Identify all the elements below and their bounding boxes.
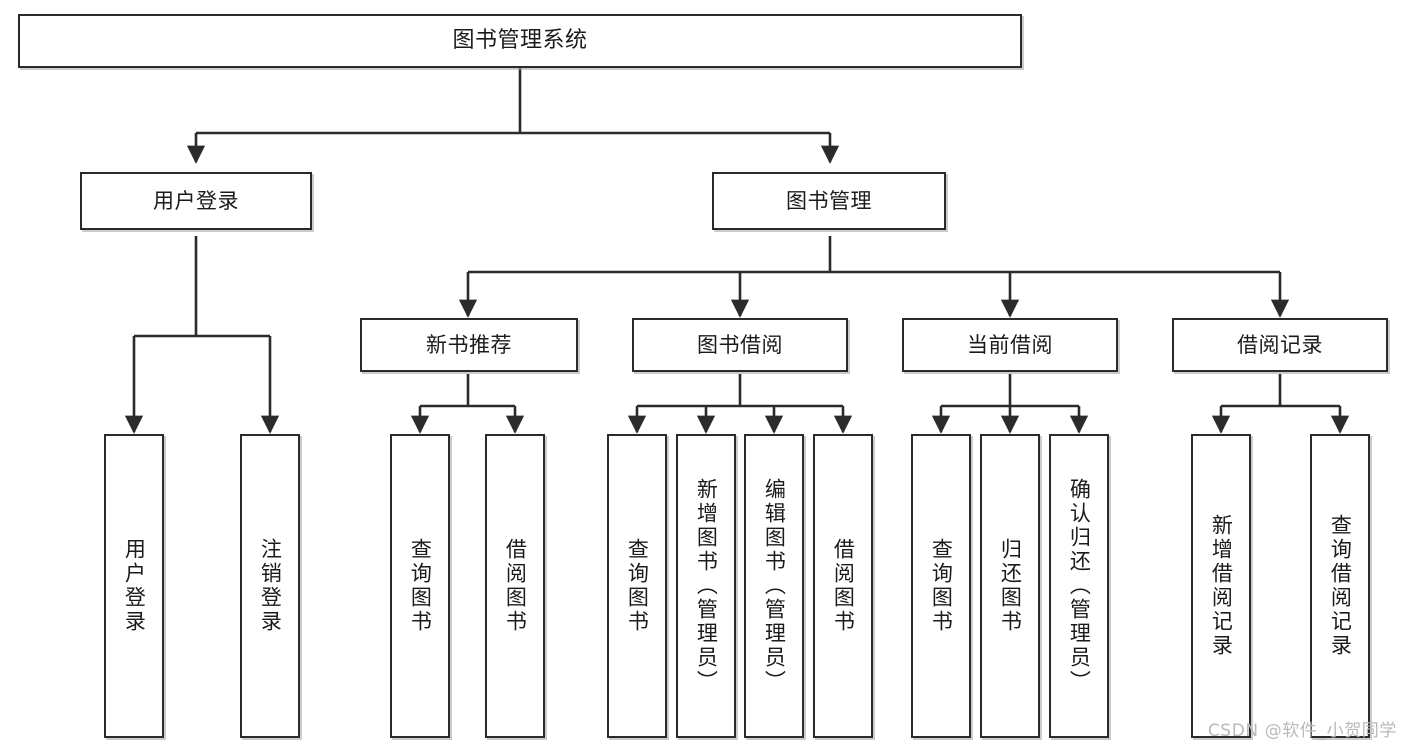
- node-leaf-borrow-book-1-label: 借阅图书: [503, 538, 528, 634]
- node-leaf-confirm-return-label: 确认归还（管理员）: [1067, 478, 1092, 694]
- node-leaf-query-record[interactable]: 查询借阅记录: [1310, 434, 1370, 738]
- node-book-manage-label: 图书管理: [786, 188, 872, 213]
- node-root-system-label: 图书管理系统: [452, 27, 588, 53]
- node-leaf-borrow-book-2-label: 借阅图书: [831, 538, 856, 634]
- node-leaf-user-login[interactable]: 用户登录: [104, 434, 164, 738]
- node-leaf-borrow-book-1[interactable]: 借阅图书: [485, 434, 545, 738]
- node-book-borrow-label: 图书借阅: [697, 332, 783, 357]
- node-leaf-query-book-3-label: 查询图书: [929, 538, 954, 634]
- node-leaf-query-book-2[interactable]: 查询图书: [607, 434, 667, 738]
- node-leaf-return-book-label: 归还图书: [998, 538, 1023, 634]
- node-new-book-rec[interactable]: 新书推荐: [360, 318, 578, 372]
- node-leaf-user-logout-label: 注销登录: [258, 538, 283, 634]
- node-user-login-label: 用户登录: [153, 188, 239, 213]
- node-leaf-add-book-label: 新增图书（管理员）: [694, 478, 719, 694]
- node-user-login[interactable]: 用户登录: [80, 172, 312, 230]
- node-leaf-confirm-return[interactable]: 确认归还（管理员）: [1049, 434, 1109, 738]
- node-leaf-query-record-label: 查询借阅记录: [1328, 514, 1353, 658]
- node-current-borrow-label: 当前借阅: [967, 332, 1053, 357]
- node-leaf-query-book-3[interactable]: 查询图书: [911, 434, 971, 738]
- node-borrow-record-label: 借阅记录: [1237, 332, 1323, 357]
- node-book-borrow[interactable]: 图书借阅: [632, 318, 848, 372]
- node-leaf-return-book[interactable]: 归还图书: [980, 434, 1040, 738]
- node-leaf-edit-book[interactable]: 编辑图书（管理员）: [744, 434, 804, 738]
- node-current-borrow[interactable]: 当前借阅: [902, 318, 1118, 372]
- node-leaf-query-book-1[interactable]: 查询图书: [390, 434, 450, 738]
- node-leaf-query-book-1-label: 查询图书: [408, 538, 433, 634]
- node-borrow-record[interactable]: 借阅记录: [1172, 318, 1388, 372]
- node-leaf-add-record-label: 新增借阅记录: [1209, 514, 1234, 658]
- node-leaf-user-logout[interactable]: 注销登录: [240, 434, 300, 738]
- node-leaf-user-login-label: 用户登录: [122, 538, 147, 634]
- node-leaf-edit-book-label: 编辑图书（管理员）: [762, 478, 787, 694]
- node-leaf-query-book-2-label: 查询图书: [625, 538, 650, 634]
- node-book-manage[interactable]: 图书管理: [712, 172, 946, 230]
- node-root-system[interactable]: 图书管理系统: [18, 14, 1022, 68]
- node-new-book-rec-label: 新书推荐: [426, 332, 512, 357]
- node-leaf-add-record[interactable]: 新增借阅记录: [1191, 434, 1251, 738]
- node-leaf-add-book[interactable]: 新增图书（管理员）: [676, 434, 736, 738]
- node-leaf-borrow-book-2[interactable]: 借阅图书: [813, 434, 873, 738]
